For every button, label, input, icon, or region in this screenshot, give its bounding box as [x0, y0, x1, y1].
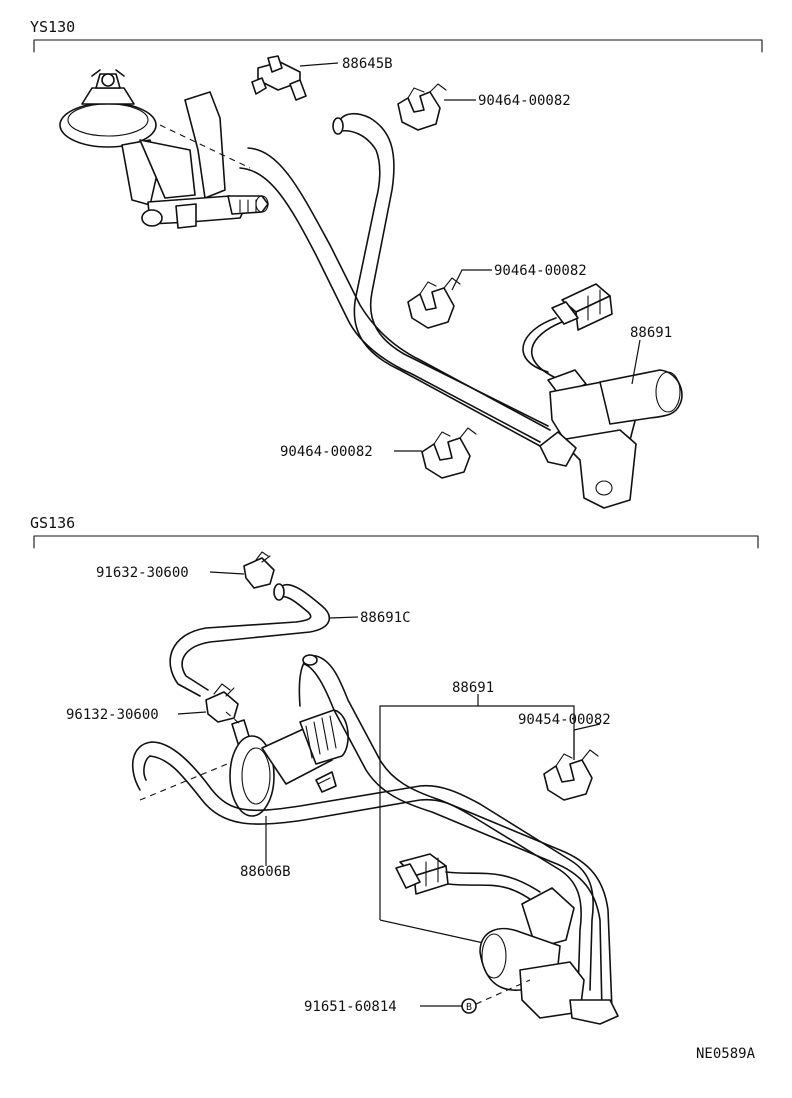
vacuum-switching-valve-top: [522, 283, 683, 509]
hose-clamp-91632: [209, 551, 275, 589]
hose-clip-a: [397, 83, 476, 131]
label-90464-a: 90464-00082: [478, 93, 571, 109]
label-91632: 91632-30600: [96, 565, 189, 581]
label-88606b: 88606B: [240, 864, 291, 880]
t-joint-88645b: [251, 55, 339, 101]
label-90464-b: 90464-00082: [494, 263, 587, 279]
label-91651: 91651-60814: [304, 999, 397, 1015]
dashed-link-clamp-valve: [225, 711, 241, 725]
section-bracket-bottom: [33, 535, 759, 549]
label-96132: 96132-30600: [66, 707, 159, 723]
vacuum-hose-88691c: [169, 583, 359, 697]
section-title-ys130: YS130: [30, 18, 75, 36]
label-90454: 90454-00082: [518, 712, 611, 728]
label-88691c: 88691C: [360, 610, 411, 626]
vacuum-switching-valve-bottom: [395, 853, 619, 1025]
hose-clip-90454: [543, 723, 601, 801]
leader-88691-bottom-body: [379, 919, 489, 945]
vacuum-hose-group-bottom: [132, 654, 613, 1013]
hose-clip-b: [407, 269, 492, 329]
label-88691-bottom: 88691: [452, 680, 494, 696]
vacuum-valve-assembly: [59, 69, 269, 229]
section-bracket-top: [33, 39, 763, 53]
bolt-91651: B: [420, 979, 531, 1014]
hose-clamp-96132: [177, 683, 239, 723]
dashed-link-valve-hose: [159, 124, 251, 169]
section-title-gs136: GS136: [30, 514, 75, 532]
marker-b: B: [466, 1002, 472, 1013]
drawing-code: NE0589A: [696, 1046, 756, 1062]
bracket-88691-bottom: [379, 705, 575, 920]
vacuum-valve-88606b: [229, 709, 349, 866]
label-90464-c: 90464-00082: [280, 444, 373, 460]
label-88691-top: 88691: [630, 325, 672, 341]
label-88645b: 88645B: [342, 56, 393, 72]
hose-clip-c: [394, 427, 477, 479]
vacuum-hose-group-top: [239, 112, 551, 447]
